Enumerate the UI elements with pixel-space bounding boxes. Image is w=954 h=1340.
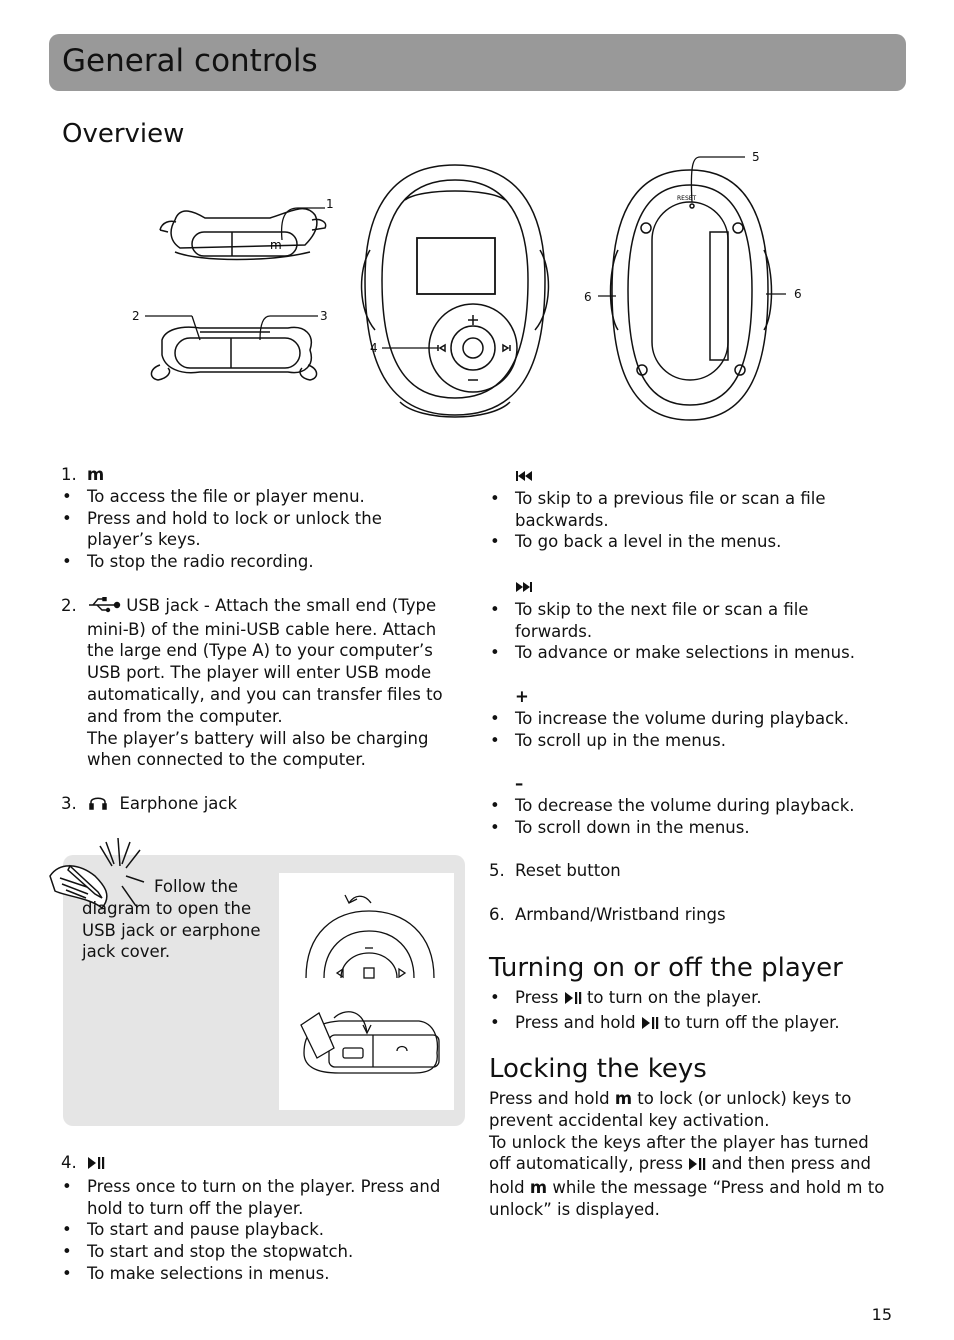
m-key-label: m	[270, 238, 282, 252]
item-5-text: Reset button	[515, 861, 621, 881]
item-5: 5. Reset button	[489, 860, 889, 882]
next-icon	[515, 577, 533, 599]
item-1: 1. m	[61, 464, 451, 486]
device-bottom-view	[150, 326, 318, 381]
item-1-bullet-3: To stop the radio recording.	[61, 551, 451, 573]
item-4-number: 4.	[61, 1153, 77, 1172]
locking-paragraph-2: To unlock the keys after the player has …	[489, 1132, 894, 1221]
left-column-top: 1. m To access the file or player menu. …	[61, 464, 451, 817]
item-2-text: USB jack - Attach the small end (Type mi…	[87, 595, 443, 726]
note-pen-icon	[49, 837, 145, 910]
callout-6-left: 6	[584, 290, 592, 304]
item-2-text-2: The player’s battery will also be chargi…	[87, 728, 429, 770]
turning-bullet-1-post: to turn on the player.	[586, 988, 762, 1007]
page-number: 15	[871, 1305, 892, 1324]
turning-heading: Turning on or off the player	[489, 953, 843, 983]
right-column-top: To skip to a previous file or scan a fil…	[489, 464, 889, 926]
play-pause-icon	[87, 1154, 105, 1176]
next-header	[489, 575, 889, 599]
turning-bullet-2: Press and hold to turn off the player.	[489, 1012, 889, 1036]
device-diagram: 1 2 3 4 5 6 6 RESET m	[132, 150, 802, 421]
reset-label: RESET	[677, 195, 697, 202]
turning-bullet-1-pre: Press	[515, 988, 559, 1007]
callout-3: 3	[320, 309, 328, 323]
cover-diagram	[300, 894, 440, 1074]
item-1-key: m	[87, 465, 105, 484]
title-bar	[49, 34, 906, 91]
prev-bullet-2: To go back a level in the menus.	[489, 531, 889, 553]
locking-paragraph-1: Press and hold m to lock (or unlock) key…	[489, 1088, 894, 1132]
minus-key: –	[515, 774, 524, 794]
note-text: Follow the diagram to open the USB jack …	[82, 877, 261, 962]
note-diagram	[279, 873, 454, 1110]
callout-6-right: 6	[794, 287, 802, 301]
locking-text: Press and hold m to lock (or unlock) key…	[489, 1088, 894, 1221]
item-4-block: 4. Press once to turn on the player. Pre…	[61, 1152, 451, 1285]
item-4-bullet-1: Press once to turn on the player. Press …	[61, 1176, 451, 1220]
locking-p2-post: while the message “Press and hold m to u…	[489, 1178, 885, 1219]
plus-key: +	[515, 686, 529, 706]
next-bullet-1: To skip to the next file or scan a file …	[489, 599, 889, 643]
item-6-number: 6.	[489, 904, 505, 924]
headphones-icon	[87, 793, 109, 817]
item-4: 4.	[61, 1152, 451, 1176]
item-2-number: 2.	[61, 595, 77, 615]
play-pause-icon	[641, 1014, 659, 1036]
item-4-bullet-4: To make selections in menus.	[61, 1263, 451, 1285]
device-top-view	[159, 207, 327, 261]
item-6: 6. Armband/Wristband rings	[489, 904, 889, 926]
prev-header	[489, 464, 889, 488]
minus-bullet-1: To decrease the volume during playback.	[489, 795, 889, 817]
minus-bullet-2: To scroll down in the menus.	[489, 817, 889, 839]
locking-p1-pre: Press and hold	[489, 1089, 610, 1108]
next-bullet-2: To advance or make selections in menus.	[489, 642, 889, 664]
turning-list: Press to turn on the player. Press and h…	[489, 987, 889, 1036]
item-1-bullet-1: To access the file or player menu.	[61, 486, 451, 508]
locking-heading: Locking the keys	[489, 1054, 707, 1084]
locking-p1-post: to lock (or unlock) keys to prevent acci…	[489, 1089, 852, 1130]
item-2: 2. USB jack - Attach the small end (Type…	[61, 595, 451, 771]
usb-icon	[87, 596, 121, 619]
plus-bullet-1: To increase the volume during playback.	[489, 708, 889, 730]
turning-bullet-2-post: to turn off the player.	[664, 1012, 840, 1032]
locking-p2-pre: To unlock the keys after the player has …	[489, 1132, 869, 1174]
play-pause-icon	[564, 989, 582, 1011]
item-6-text: Armband/Wristband rings	[515, 904, 726, 924]
play-pause-icon	[688, 1155, 706, 1177]
callout-4: 4	[370, 341, 378, 355]
locking-p2-mid: and then press and hold	[489, 1154, 872, 1198]
turning-bullet-1: Press to turn on the player.	[489, 987, 889, 1011]
overview-heading: Overview	[62, 119, 185, 149]
turning-bullet-2-pre: Press and hold	[515, 1012, 636, 1032]
item-3: 3. Earphone jack	[61, 793, 451, 817]
device-back-view	[609, 169, 773, 421]
item-3-text: Earphone jack	[119, 793, 238, 813]
plus-bullet-2: To scroll up in the menus.	[489, 730, 889, 752]
item-5-number: 5.	[489, 861, 505, 881]
previous-icon	[515, 466, 533, 488]
item-1-bullet-2: Press and hold to lock or unlock the pla…	[61, 508, 451, 552]
page-title: General controls	[62, 43, 318, 79]
item-4-bullet-2: To start and pause playback.	[61, 1219, 451, 1241]
callout-5: 5	[752, 150, 760, 164]
locking-p1-key: m	[614, 1089, 633, 1108]
prev-bullet-1: To skip to a previous file or scan a fil…	[489, 488, 889, 532]
locking-p2-key: m	[529, 1178, 548, 1198]
item-1-number: 1.	[61, 465, 77, 484]
callout-1: 1	[326, 197, 334, 211]
item-4-bullet-3: To start and stop the stopwatch.	[61, 1241, 451, 1263]
item-3-number: 3.	[61, 793, 77, 813]
device-front-view	[360, 164, 550, 418]
callout-2: 2	[132, 309, 140, 323]
